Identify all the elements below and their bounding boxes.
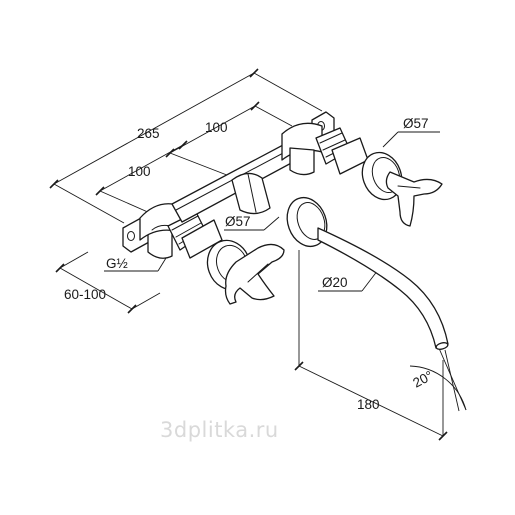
label-spacing-left: 100 bbox=[128, 164, 151, 179]
label-overall-width: 265 bbox=[137, 126, 160, 141]
label-spacing-right: 100 bbox=[205, 120, 228, 135]
dimension-labels: 265 100 100 Ø57 Ø57 Ø20 G½ 60-100 180 20… bbox=[64, 116, 435, 412]
label-rosette-right: Ø57 bbox=[403, 116, 429, 131]
right-wall-bracket bbox=[281, 111, 335, 176]
watermark: 3dplitka.ru bbox=[160, 418, 279, 442]
label-rosette-left: Ø57 bbox=[225, 214, 251, 229]
label-spout-projection: 180 bbox=[357, 397, 380, 412]
left-wall-bracket bbox=[122, 203, 187, 259]
spout bbox=[317, 227, 449, 350]
left-cross-handle bbox=[224, 243, 285, 305]
right-valve bbox=[315, 127, 369, 175]
label-wall-depth: 60-100 bbox=[64, 287, 106, 302]
label-thread: G½ bbox=[106, 256, 128, 271]
right-cross-handle bbox=[385, 171, 443, 227]
center-connector bbox=[231, 172, 271, 215]
dimension-lines bbox=[49, 68, 467, 441]
spout-rosette bbox=[286, 196, 328, 248]
label-spout-angle: 20° bbox=[410, 368, 435, 391]
label-spout-diameter: Ø20 bbox=[322, 275, 348, 290]
